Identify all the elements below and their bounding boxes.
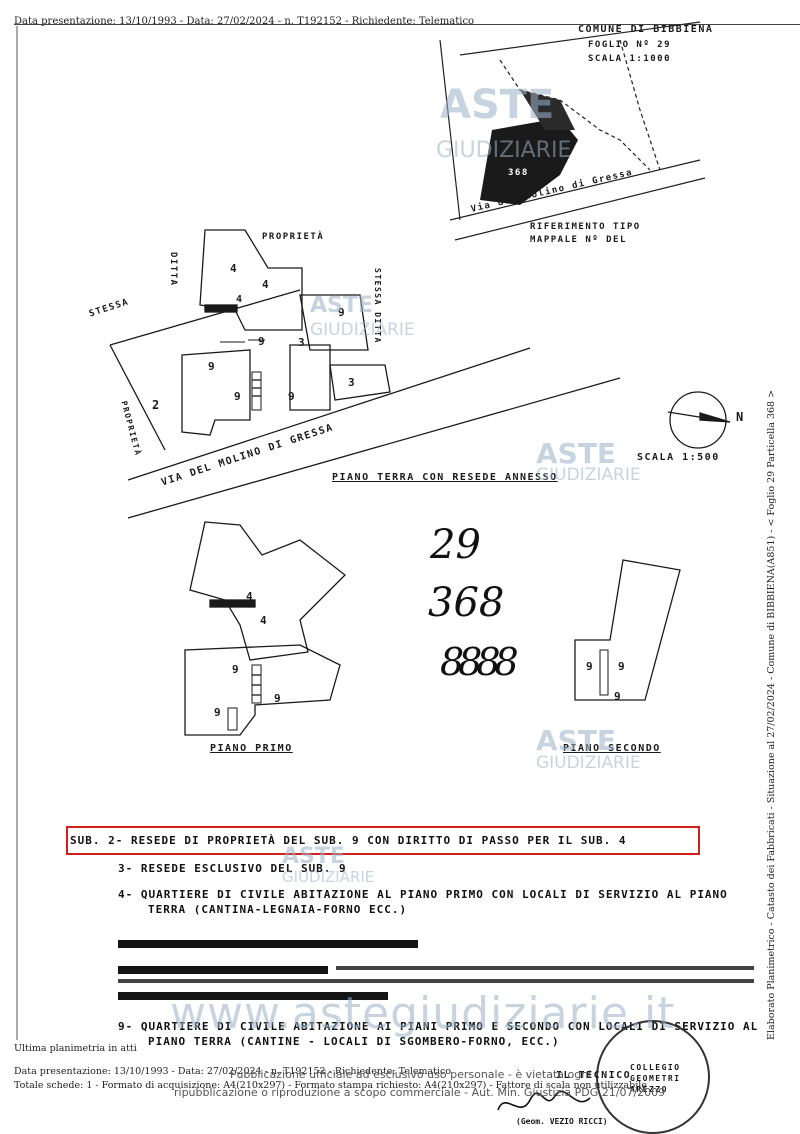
location-mappale: MAPPALE Nº DEL: [530, 235, 627, 245]
unit-number: 9: [586, 660, 595, 673]
footer-data-line: Data presentazione: 13/10/1993 - Data: 2…: [14, 1066, 452, 1077]
legend-sub-2: SUB. 2- RESEDE DI PROPRIETÀ DEL SUB. 9 C…: [70, 834, 627, 847]
legend-sub-9-line1: 9- QUARTIERE DI CIVILE ABITAZIONE AI PIA…: [118, 1020, 759, 1033]
unit-number: 9: [232, 663, 241, 676]
watermark-giudiziarie: GIUDIZIARIE: [536, 753, 641, 773]
legend-sub-9-line2: PIANO TERRA (CANTINE - LOCALI DI SGOMBER…: [148, 1035, 560, 1048]
north-arrow: [667, 391, 731, 449]
watermark-giudiziarie: GIUDIZIARIE: [536, 465, 641, 485]
location-foglio: FOGLIO Nº 29: [588, 40, 672, 50]
stamp-firma: (Geom. VEZIO RICCI): [516, 1117, 608, 1126]
redacted-line: [118, 966, 328, 974]
redacted-line: [118, 979, 754, 983]
legend-sub-3: 3- RESEDE ESCLUSIVO DEL SUB. 9: [118, 862, 347, 875]
unit-number: 9: [234, 390, 243, 403]
label-north: N: [736, 410, 745, 424]
unit-number: 9: [208, 360, 217, 373]
redacted-line: [118, 992, 388, 1000]
second-floor-plan: [574, 559, 681, 701]
legend-sub-4-line2: TERRA (CANTINA-LEGNAIA-FORNO ECC.): [148, 903, 408, 916]
unit-number: 3: [348, 376, 357, 389]
watermark-aste: ASTE: [282, 844, 345, 869]
watermark-aste: ASTE: [536, 724, 617, 757]
unit-number: 9: [614, 690, 623, 703]
label-proprieta-top: PROPRIETÀ: [262, 232, 325, 242]
stamp-tecnico: IL TECNICO: [556, 1070, 632, 1081]
watermark-giudiziarie: GIUDIZIARIE: [282, 868, 375, 886]
footer-ultima: Ultima planimetria in atti: [14, 1043, 137, 1054]
watermark-aste: ASTE: [440, 82, 555, 128]
redacted-line: [336, 966, 754, 970]
legend-sub-4-line1: 4- QUARTIERE DI CIVILE ABITAZIONE AL PIA…: [118, 888, 728, 901]
unit-number: 9: [338, 306, 347, 319]
unit-number: 4: [262, 278, 271, 291]
label-piano-secondo: PIANO SECONDO: [563, 743, 661, 754]
parcel-368-block: [480, 118, 578, 205]
watermark-site: www.astegiudiziarie.it: [170, 988, 676, 1039]
unit-number: 9: [618, 660, 627, 673]
location-riferimento: RIFERIMENTO TIPO: [530, 222, 641, 232]
unit-number: 4: [246, 590, 255, 603]
footer-notice-1: Pubblicazione ufficiale ad esclusivo uso…: [230, 1068, 592, 1081]
ground-floor-plan: [109, 229, 621, 519]
header-rule: [14, 24, 800, 25]
label-piano-terra: PIANO TERRA CON RESEDE ANNESSO: [332, 472, 558, 483]
label-piano-primo: PIANO PRIMO: [210, 743, 293, 754]
location-map: [439, 21, 706, 241]
unit-number: 4: [230, 262, 239, 275]
unit-number: 9: [274, 692, 283, 705]
unit-number: 9: [288, 390, 297, 403]
location-scala: SCALA 1:1000: [588, 54, 672, 64]
watermark-giudiziarie: GIUDIZIARIE: [310, 320, 415, 340]
highlighted-legend-box: [66, 826, 700, 855]
first-floor-plan: [184, 521, 346, 736]
unit-number: 9: [214, 706, 223, 719]
watermark-aste: ASTE: [536, 437, 617, 470]
handwritten-foglio: 29: [430, 522, 481, 568]
footer-notice-2: ripubblicazione o riproduzione a scopo c…: [174, 1086, 666, 1099]
header-metadata: Data presentazione: 13/10/1993 - Data: 2…: [14, 16, 475, 27]
stamp-collegio: COLLEGIO GEOMETRI AREZZO: [630, 1063, 681, 1094]
handwritten-scribble: 8888: [440, 640, 519, 684]
watermark-giudiziarie: GIUDIZIARIE: [436, 138, 572, 163]
watermark-aste: ASTE: [310, 293, 373, 318]
label-scala-500: SCALA 1:500: [637, 452, 720, 463]
footer-schede-line: Totale schede: 1 - Formato di acquisizio…: [14, 1080, 647, 1091]
unit-number: 2: [152, 398, 161, 412]
location-parcel: 368: [508, 168, 529, 178]
side-caption: Elaborato Planimetrico - Catasto dei Fab…: [766, 389, 777, 1040]
handwritten-particella: 368: [428, 580, 505, 626]
unit-number: 4: [236, 294, 244, 305]
unit-number: 9: [258, 335, 267, 348]
unit-number: 4: [260, 614, 269, 627]
location-comune: COMUNE DI BIBBIENA: [578, 24, 714, 35]
unit-number: 3: [298, 336, 307, 349]
redacted-line: [118, 940, 418, 948]
